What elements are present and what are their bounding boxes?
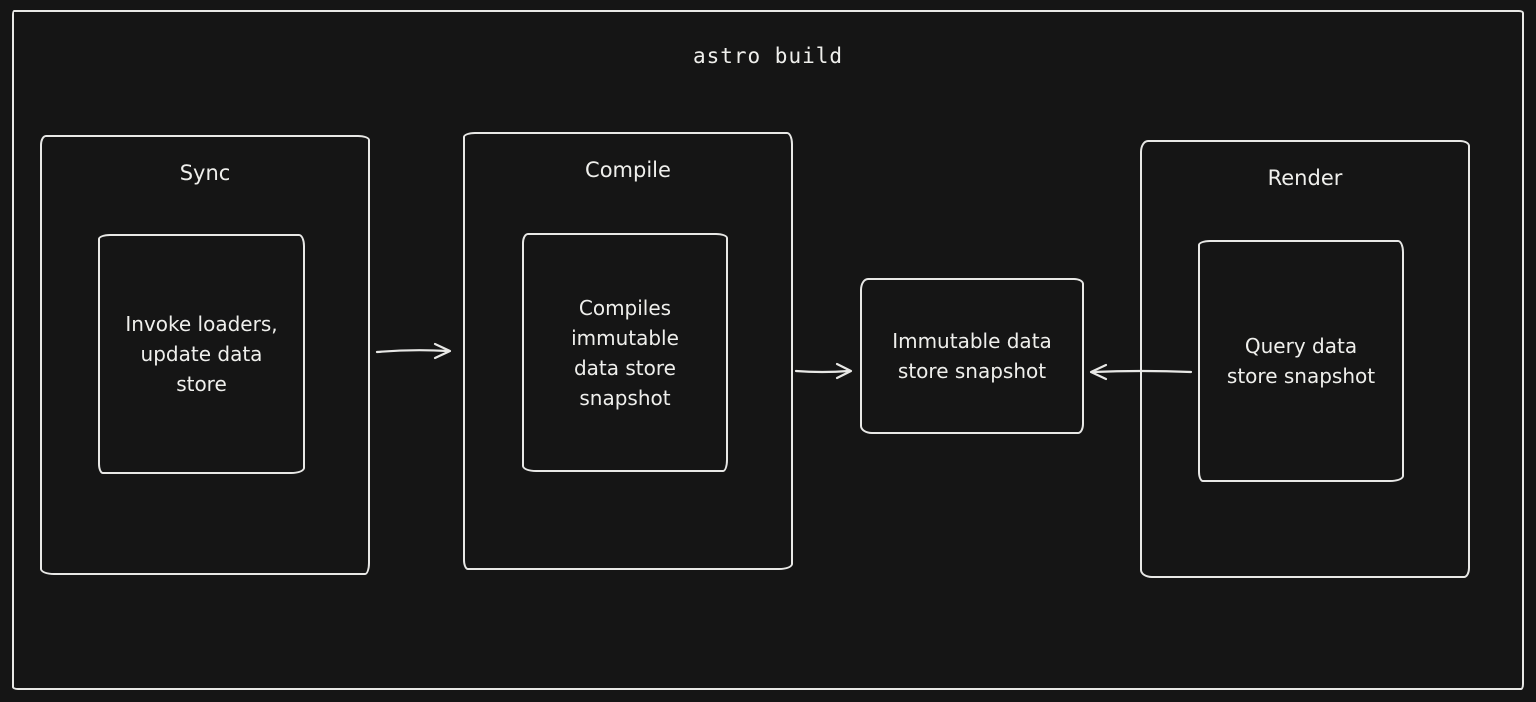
sync-group-label: Sync [179, 161, 231, 185]
sync-inner-text: Invoke loaders, update data store [125, 312, 278, 396]
render-group-label: Render [1267, 166, 1343, 190]
render-inner-text: Query data store snapshot [1226, 334, 1376, 388]
compile-group-label: Compile [585, 158, 671, 182]
snapshot-box: Immutable data store snapshot [860, 278, 1084, 434]
compile-inner-text: Compiles immutable data store snapshot [571, 295, 679, 410]
sync-inner-box: Invoke loaders, update data store [98, 234, 305, 474]
diagram-title: astro build [692, 44, 844, 68]
compile-group-box: Compile Compiles immutable data store sn… [463, 132, 793, 570]
snapshot-text: Immutable data store snapshot [892, 329, 1052, 383]
render-inner-box: Query data store snapshot [1198, 240, 1404, 482]
render-group-box: Render Query data store snapshot [1140, 140, 1470, 578]
compile-inner-box: Compiles immutable data store snapshot [522, 233, 728, 472]
sync-group-box: Sync Invoke loaders, update data store [40, 135, 370, 575]
canvas-frame [12, 10, 1524, 690]
